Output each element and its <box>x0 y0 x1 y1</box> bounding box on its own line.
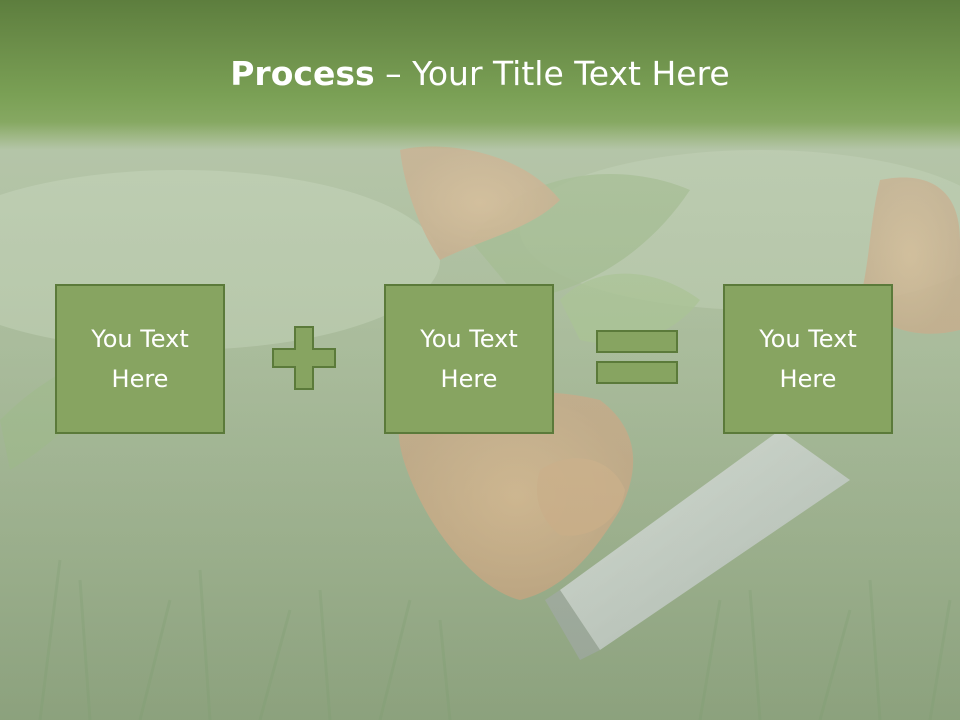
slide-title: Process – Your Title Text Here <box>0 52 960 96</box>
title-band <box>0 0 960 150</box>
process-box-1[interactable]: You Text Here <box>55 284 225 434</box>
process-box-2-text: You Text Here <box>420 325 518 393</box>
process-box-1-text: You Text Here <box>91 325 189 393</box>
process-box-3-text: You Text Here <box>759 325 857 393</box>
equals-icon <box>596 330 678 384</box>
title-bold: Process <box>230 54 375 93</box>
plus-icon <box>272 326 336 390</box>
title-rest: – Your Title Text Here <box>374 54 730 93</box>
process-box-3[interactable]: You Text Here <box>723 284 893 434</box>
process-box-2[interactable]: You Text Here <box>384 284 554 434</box>
